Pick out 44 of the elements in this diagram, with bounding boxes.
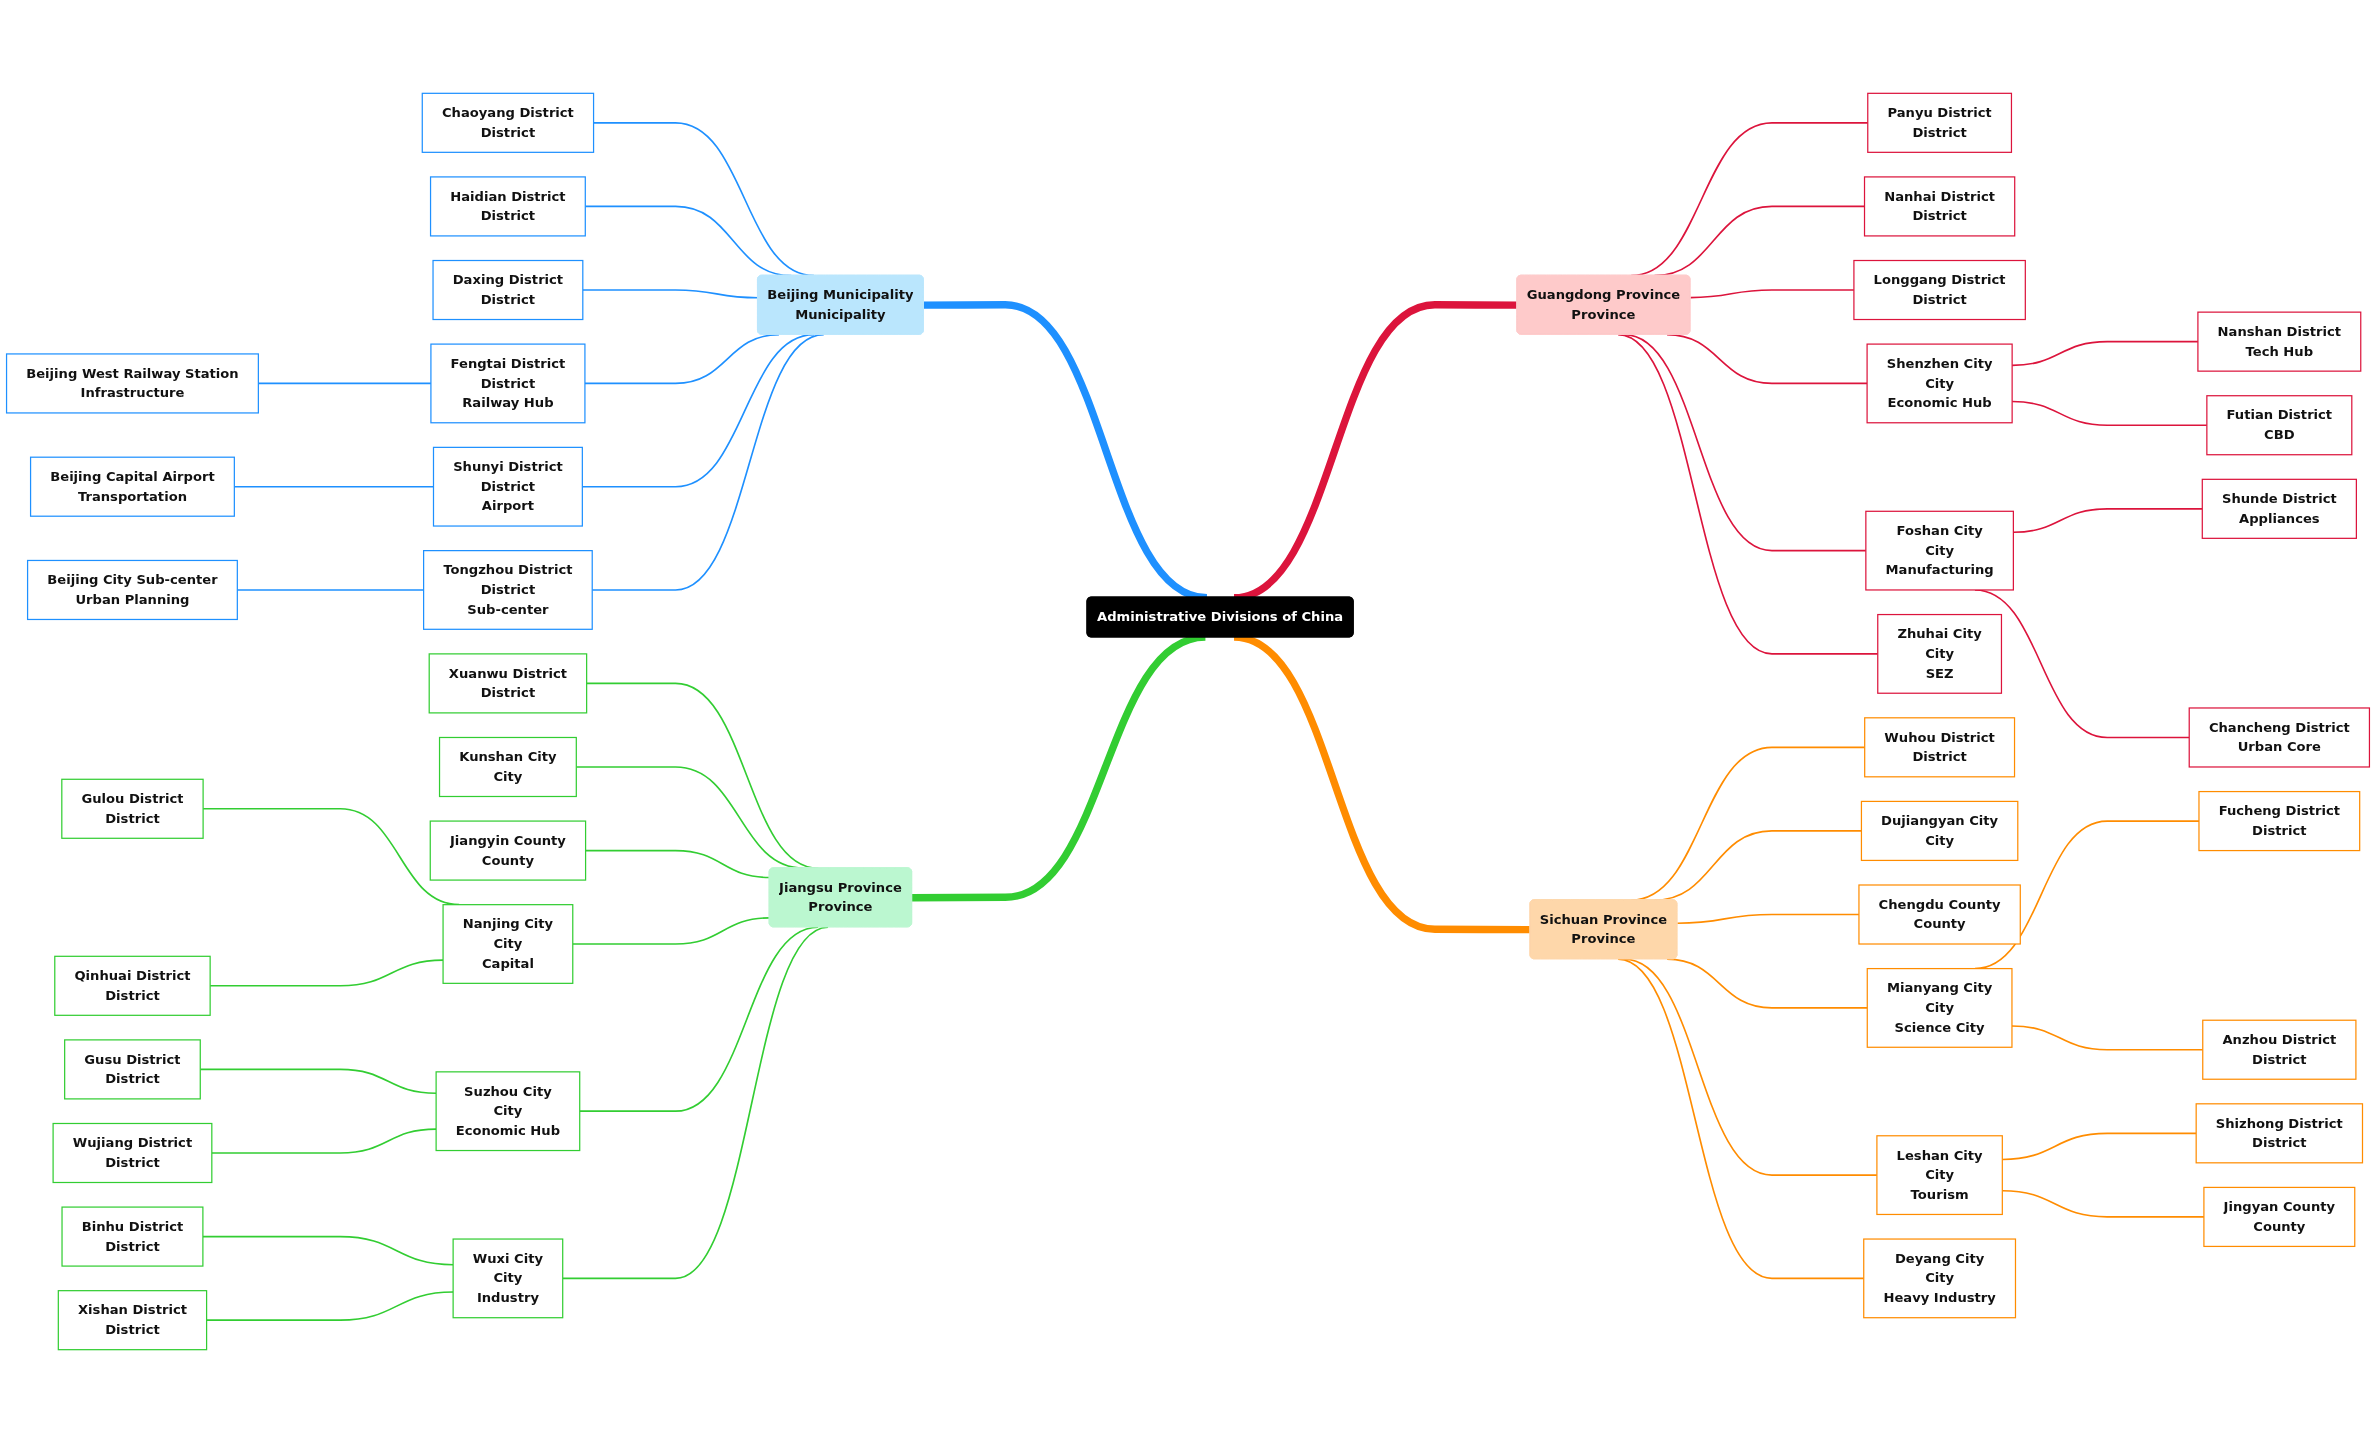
node-box: Zhuhai City City SEZ: [1877, 613, 2003, 694]
node-box: Beijing City Sub-center Urban Planning: [26, 559, 238, 621]
node-box: Haidian District District: [429, 176, 586, 237]
node-box: Jingyan County County: [2203, 1186, 2356, 1248]
node-box: Wuhou District District: [1864, 717, 2016, 778]
node-box: Leshan City City Tourism: [1876, 1135, 2003, 1216]
node-box: Xuanwu District District: [428, 653, 588, 714]
node-box: Shenzhen City City Economic Hub: [1866, 343, 2013, 424]
node-box: Qinhuai District District: [54, 955, 211, 1016]
node-box: Longgang District District: [1853, 259, 2026, 321]
node-box: Shunyi District District Airport: [432, 446, 583, 527]
node-box: Chancheng District Urban Core: [2188, 707, 2371, 768]
node-box: Binhu District District: [61, 1206, 204, 1267]
node-box: Shizhong District District: [2195, 1103, 2364, 1164]
node-box: Dujiangyan City City: [1860, 800, 2019, 862]
node-box: Chengdu County County: [1858, 884, 2021, 945]
node-box: Foshan City City Manufacturing: [1865, 510, 2014, 591]
node-box: Xishan District District: [57, 1290, 208, 1351]
node-box: Tongzhou District District Sub-center: [423, 550, 593, 630]
node-box: Anzhou District District: [2202, 1019, 2357, 1080]
node-box: Gusu District District: [64, 1039, 201, 1100]
node-box: Wuxi City City Industry: [452, 1238, 564, 1319]
node-box: Chaoyang District District: [421, 92, 595, 153]
node-box: Beijing West Railway Station Infrastructure: [5, 353, 259, 414]
node-box: Nanjing City City Capital: [442, 904, 574, 984]
node-box: Beijing Capital Airport Transportation: [29, 456, 235, 517]
node-box: Kunshan City City: [438, 736, 577, 798]
node-box: Suzhou City City Economic Hub: [435, 1071, 581, 1152]
node-box: Nanhai District District: [1863, 176, 2016, 237]
node-box: Deyang City City Heavy Industry: [1863, 1238, 2017, 1319]
node-box: Nanshan District Tech Hub: [2197, 311, 2362, 372]
node-box: Jiangyin County County: [429, 820, 587, 881]
node-box: Mianyang City City Science City: [1866, 967, 2013, 1048]
node-box: Gulou District District: [61, 778, 204, 839]
node-box: Panyu District District: [1867, 92, 2013, 153]
node-box: Daxing District District: [432, 259, 584, 321]
node-box: Fengtai District District Railway Hub: [430, 343, 586, 424]
node-box: Fucheng District District: [2198, 790, 2361, 852]
connector: [582, 289, 759, 299]
node-box: Futian District CBD: [2206, 395, 2353, 456]
node-box: Wujiang District District: [52, 1122, 213, 1184]
connector: [202, 1235, 454, 1266]
connector: [211, 1128, 437, 1154]
node-box: Shunde District Appliances: [2201, 478, 2357, 539]
